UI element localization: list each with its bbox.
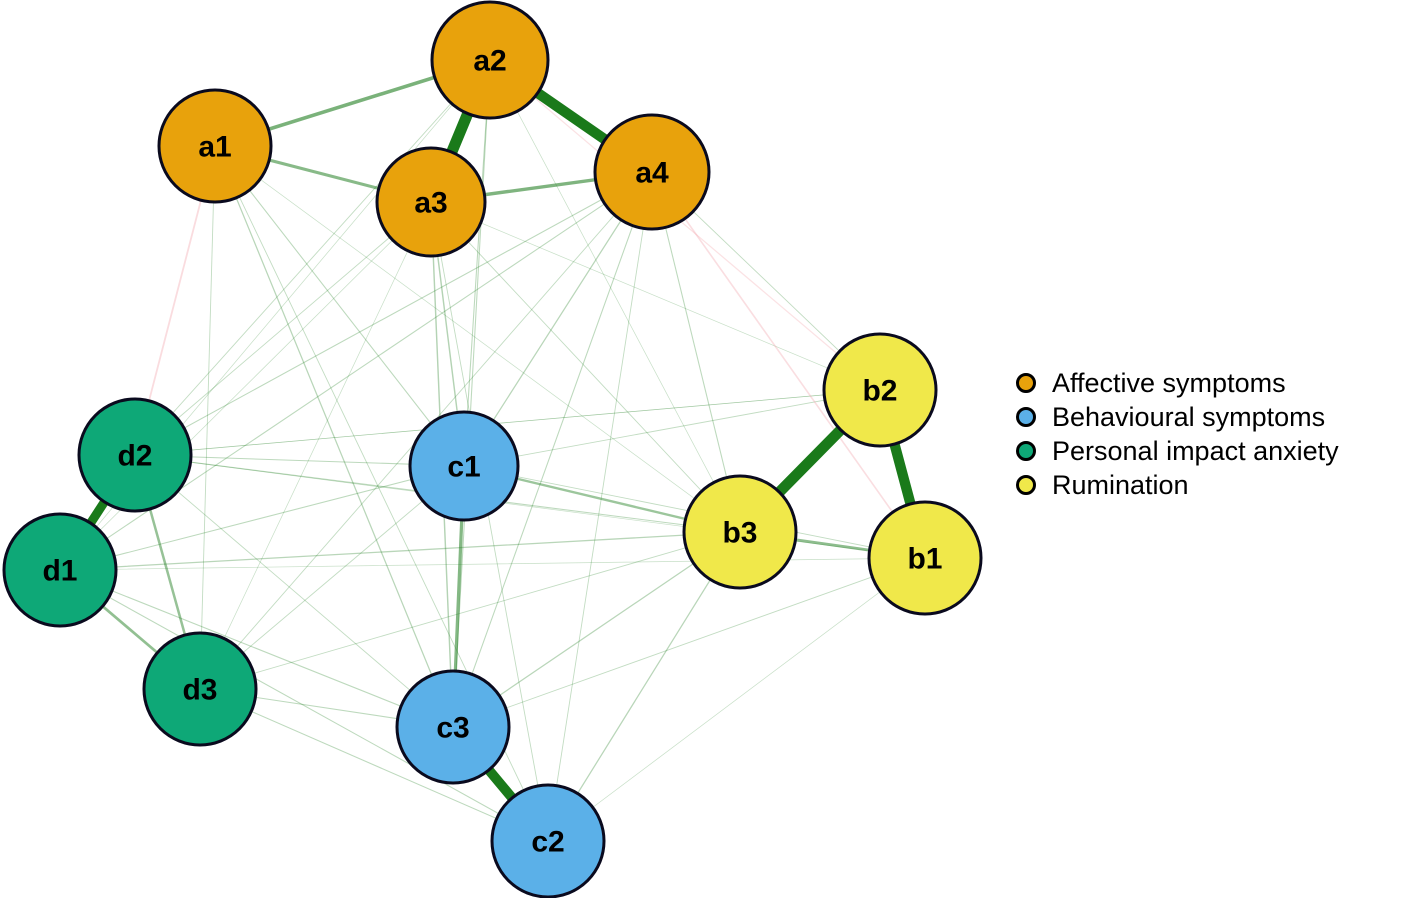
legend-swatch-icon-c <box>1016 407 1036 427</box>
node-circle-b1[interactable] <box>867 500 983 616</box>
node-a2[interactable]: a2 <box>430 0 550 120</box>
node-a1[interactable]: a1 <box>157 88 273 204</box>
legend-label: Rumination <box>1052 469 1189 500</box>
edge-a1-b3 <box>214 145 741 533</box>
node-d1[interactable]: d1 <box>2 512 118 628</box>
node-label-b1: b1 <box>907 543 942 576</box>
edge-a3-c2 <box>430 201 549 842</box>
node-label-c1: c1 <box>447 451 480 484</box>
edge-c3-d1 <box>59 569 454 728</box>
node-label-b2: b2 <box>862 375 897 408</box>
legend-item-c[interactable]: Behavioural symptoms <box>1016 400 1416 434</box>
node-label-b3: b3 <box>722 517 757 550</box>
legend-item-d[interactable]: Personal impact anxiety <box>1016 434 1416 468</box>
legend-label: Affective symptoms <box>1052 367 1286 398</box>
node-circle-d1[interactable] <box>2 512 118 628</box>
node-c3[interactable]: c3 <box>395 669 511 785</box>
edge-c1-d3 <box>199 465 465 690</box>
node-circle-a2[interactable] <box>430 0 550 120</box>
node-c2[interactable]: c2 <box>490 783 606 898</box>
legend-item-a[interactable]: Affective symptoms <box>1016 366 1416 400</box>
edge-b3-c3 <box>452 531 741 728</box>
node-circle-c1[interactable] <box>408 410 520 522</box>
edge-d2-b2 <box>134 389 881 456</box>
edge-a3-b2 <box>430 201 881 391</box>
edge-a4-c2 <box>547 171 653 842</box>
node-c1[interactable]: c1 <box>408 410 520 522</box>
edge-b2-d2 <box>134 389 881 456</box>
node-d3[interactable]: d3 <box>142 631 258 747</box>
node-label-d2: d2 <box>117 440 152 473</box>
edge-a3-d1 <box>59 201 432 571</box>
node-circle-b2[interactable] <box>822 332 938 448</box>
edge-b3-d3 <box>199 531 741 690</box>
node-a4[interactable]: a4 <box>593 113 711 231</box>
node-a3[interactable]: a3 <box>375 146 487 258</box>
legend-item-b[interactable]: Rumination <box>1016 468 1416 502</box>
node-circle-c3[interactable] <box>395 669 511 785</box>
node-label-a3: a3 <box>414 187 447 220</box>
node-label-c3: c3 <box>436 712 469 745</box>
edge-c3-d2 <box>134 454 454 728</box>
edge-a3-b3 <box>430 201 741 533</box>
legend-swatch-icon-a <box>1016 373 1036 393</box>
edge-b2-c1 <box>463 389 881 467</box>
node-b1[interactable]: b1 <box>867 500 983 616</box>
legend-swatch-icon-b <box>1016 475 1036 495</box>
edge-a4-c3 <box>452 171 653 728</box>
edge-b3-c2 <box>547 531 741 842</box>
legend-label: Behavioural symptoms <box>1052 401 1326 432</box>
edge-b1-d1 <box>59 557 926 571</box>
node-circle-a4[interactable] <box>593 113 711 231</box>
edge-a4-b3 <box>651 171 741 533</box>
edge-a2-d2 <box>134 59 491 456</box>
node-circle-a3[interactable] <box>375 146 487 258</box>
node-b3[interactable]: b3 <box>682 474 798 590</box>
edge-b1-c3 <box>452 557 926 728</box>
edge-c2-d1 <box>59 569 549 842</box>
node-label-d3: d3 <box>182 674 217 707</box>
edge-a2-c1 <box>463 59 491 467</box>
edge-a4-d2 <box>134 171 653 456</box>
node-circle-d3[interactable] <box>142 631 258 747</box>
edge-a4-b1 <box>651 171 926 559</box>
edge-a2-b3 <box>489 59 741 533</box>
edge-c1-d1 <box>59 465 465 571</box>
node-label-a2: a2 <box>473 45 506 78</box>
edge-a3-d2 <box>134 201 432 456</box>
edge-a2-b2 <box>489 59 881 391</box>
edge-a1-c3 <box>214 145 454 728</box>
node-label-d1: d1 <box>42 555 77 588</box>
node-circle-a1[interactable] <box>157 88 273 204</box>
legend-label: Personal impact anxiety <box>1052 435 1339 466</box>
node-circle-d2[interactable] <box>77 397 193 513</box>
edge-a1-c1 <box>214 145 465 467</box>
node-label-a1: a1 <box>198 131 231 164</box>
edge-a1-d3 <box>199 145 216 690</box>
node-d2[interactable]: d2 <box>77 397 193 513</box>
node-circle-c2[interactable] <box>490 783 606 898</box>
legend-swatch-icon-d <box>1016 441 1036 461</box>
edge-c2-d3 <box>199 688 549 842</box>
node-layer: a1 a2 a3 a4 b1 b2 b3 c1 c2 c3 d1 d2 d3 <box>2 0 983 898</box>
edge-b3-d1 <box>59 531 741 571</box>
node-circle-b3[interactable] <box>682 474 798 590</box>
edge-a3-d3 <box>199 201 432 690</box>
node-label-c2: c2 <box>531 826 564 859</box>
node-b2[interactable]: b2 <box>822 332 938 448</box>
edge-c2-b1 <box>547 557 926 842</box>
node-label-a4: a4 <box>635 157 669 190</box>
